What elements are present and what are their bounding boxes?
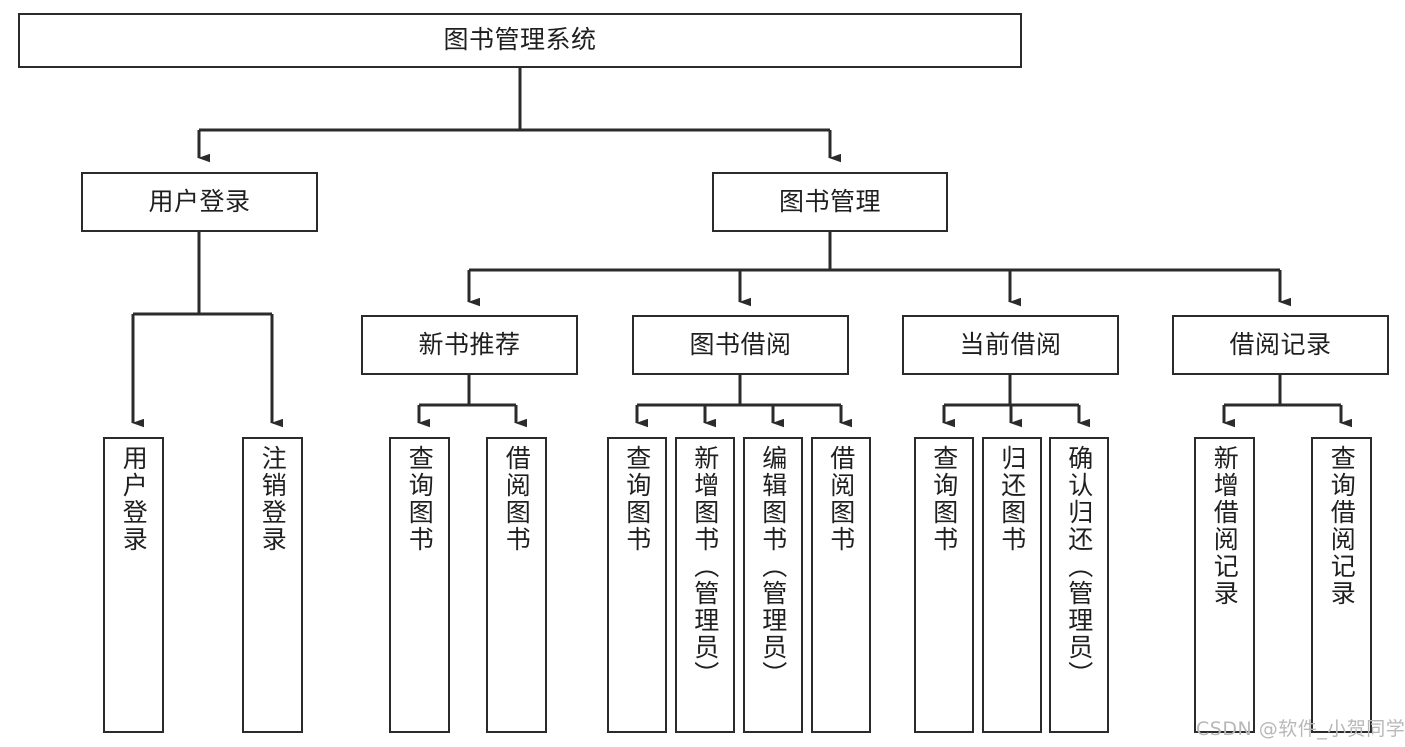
node-book-borrow-label: 图书借阅 xyxy=(689,329,792,359)
leaf-return-book[interactable]: 归还图书 xyxy=(982,437,1042,733)
node-current-borrow-label: 当前借阅 xyxy=(959,329,1062,359)
node-user-login-label: 用户登录 xyxy=(148,186,251,216)
leaf-confirm-return[interactable]: 确认归还（管理员） xyxy=(1049,437,1109,733)
node-book-manage-label: 图书管理 xyxy=(778,186,881,216)
node-borrow-record[interactable]: 借阅记录 xyxy=(1172,315,1389,375)
leaf-return-book-label: 归还图书 xyxy=(997,445,1027,553)
leaf-query-record-label: 查询借阅记录 xyxy=(1327,445,1357,607)
leaf-add-record[interactable]: 新增借阅记录 xyxy=(1194,437,1255,733)
node-borrow-record-label: 借阅记录 xyxy=(1229,329,1332,359)
node-current-borrow[interactable]: 当前借阅 xyxy=(902,315,1119,375)
leaf-add-record-label: 新增借阅记录 xyxy=(1210,445,1240,607)
node-new-book-recommend-label: 新书推荐 xyxy=(418,329,521,359)
leaf-query-book-2[interactable]: 查询图书 xyxy=(607,437,667,733)
leaf-borrow-book-1-label: 借阅图书 xyxy=(502,445,532,553)
node-user-login[interactable]: 用户登录 xyxy=(81,172,318,232)
node-root-label: 图书管理系统 xyxy=(443,25,597,55)
watermark-text: CSDN @软件_小贺同学 xyxy=(1196,718,1405,740)
leaf-user-logout-label: 注销登录 xyxy=(258,445,288,553)
node-new-book-recommend[interactable]: 新书推荐 xyxy=(361,315,578,375)
leaf-query-book-1-label: 查询图书 xyxy=(405,445,435,553)
node-root[interactable]: 图书管理系统 xyxy=(18,13,1022,68)
leaf-confirm-return-label: 确认归还（管理员） xyxy=(1064,445,1094,688)
leaf-add-book-label: 新增图书（管理员） xyxy=(690,445,720,688)
leaf-user-logout[interactable]: 注销登录 xyxy=(242,437,303,733)
leaf-query-record[interactable]: 查询借阅记录 xyxy=(1311,437,1372,733)
leaf-query-book-3[interactable]: 查询图书 xyxy=(914,437,974,733)
leaf-user-login[interactable]: 用户登录 xyxy=(103,437,164,733)
leaf-query-book-2-label: 查询图书 xyxy=(622,445,652,553)
leaf-borrow-book-2-label: 借阅图书 xyxy=(826,445,856,553)
leaf-query-book-1[interactable]: 查询图书 xyxy=(389,437,450,733)
node-book-manage[interactable]: 图书管理 xyxy=(712,172,948,232)
leaf-edit-book-label: 编辑图书（管理员） xyxy=(758,445,788,688)
leaf-borrow-book-1[interactable]: 借阅图书 xyxy=(486,437,547,733)
leaf-borrow-book-2[interactable]: 借阅图书 xyxy=(811,437,871,733)
node-book-borrow[interactable]: 图书借阅 xyxy=(632,315,849,375)
leaf-add-book[interactable]: 新增图书（管理员） xyxy=(675,437,735,733)
leaf-user-login-label: 用户登录 xyxy=(119,445,149,553)
leaf-query-book-3-label: 查询图书 xyxy=(929,445,959,553)
leaf-edit-book[interactable]: 编辑图书（管理员） xyxy=(743,437,803,733)
